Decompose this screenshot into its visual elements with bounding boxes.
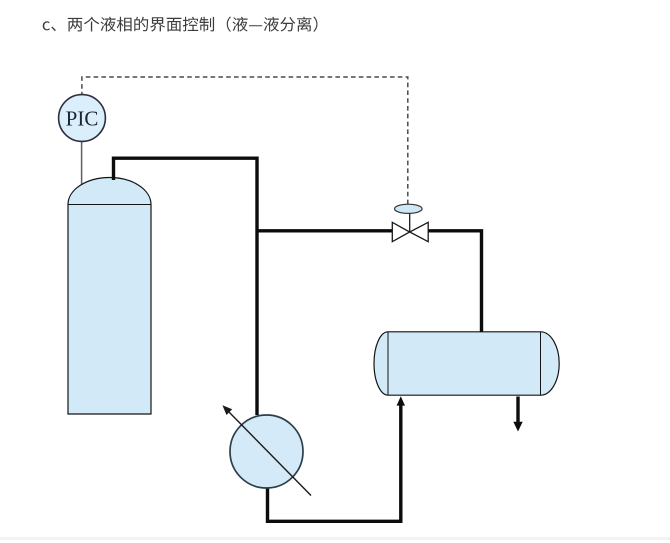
svg-text:PIC: PIC <box>66 107 99 131</box>
